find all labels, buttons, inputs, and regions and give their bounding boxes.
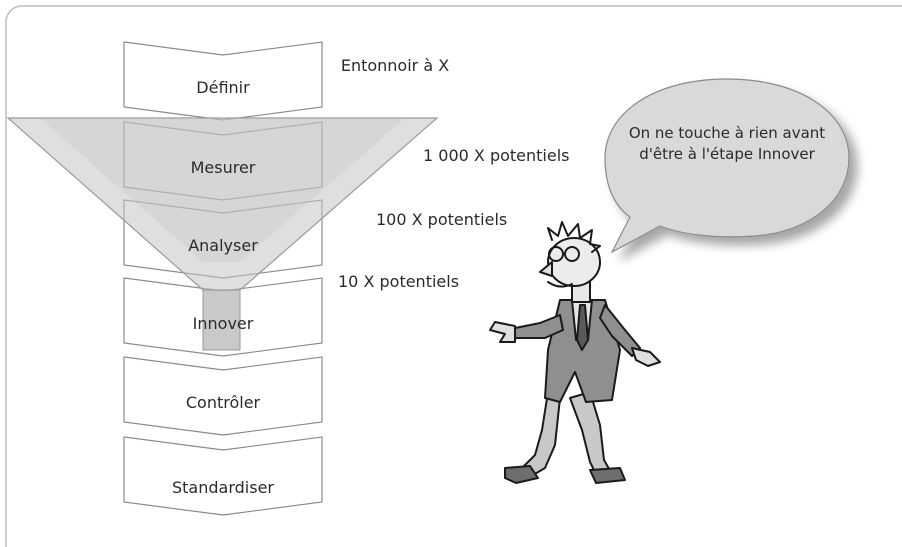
funnel-spout	[202, 289, 241, 351]
chevron-standardiser	[123, 436, 323, 516]
character-right-hand	[631, 347, 661, 367]
character-tie	[576, 304, 589, 351]
outer-frame	[5, 5, 902, 547]
speech-bubble-shape	[604, 78, 850, 254]
funnel-level-10: 10 X potentiels	[338, 272, 460, 291]
chevron-controler	[123, 356, 323, 436]
character-pointing-hand	[489, 321, 516, 343]
character-glasses-left	[548, 246, 564, 262]
speech-bubble-text: On ne touche à rien avant d'être à l'éta…	[628, 124, 826, 163]
character-left-shoe	[504, 465, 539, 484]
step-label-definir: Définir	[196, 78, 250, 97]
character-mouth	[547, 281, 573, 288]
funnel-title: Entonnoir à X	[340, 56, 450, 75]
speech-bubble	[604, 78, 850, 254]
character-right-shoe	[589, 467, 626, 484]
character-right-arm	[599, 304, 641, 357]
chevron-definir	[123, 41, 323, 121]
character-right-leg	[569, 391, 613, 479]
step-label-controler: Contrôler	[185, 393, 261, 412]
funnel-level-100: 100 X potentiels	[376, 210, 508, 229]
funnel-inner-shade	[40, 118, 405, 262]
funnel	[6, 117, 439, 351]
step-label-analyser: Analyser	[188, 236, 258, 255]
step-label-mesurer: Mesurer	[190, 158, 256, 177]
character-nose	[539, 261, 553, 277]
character-hair	[547, 221, 601, 253]
character-glasses-right	[564, 246, 580, 262]
funnel-level-1000: 1 000 X potentiels	[423, 146, 570, 165]
step-label-innover: Innover	[192, 314, 254, 333]
character-left-leg	[519, 391, 561, 479]
cartoon-man-illustration	[489, 221, 661, 484]
step-label-standardiser: Standardiser	[172, 478, 274, 497]
